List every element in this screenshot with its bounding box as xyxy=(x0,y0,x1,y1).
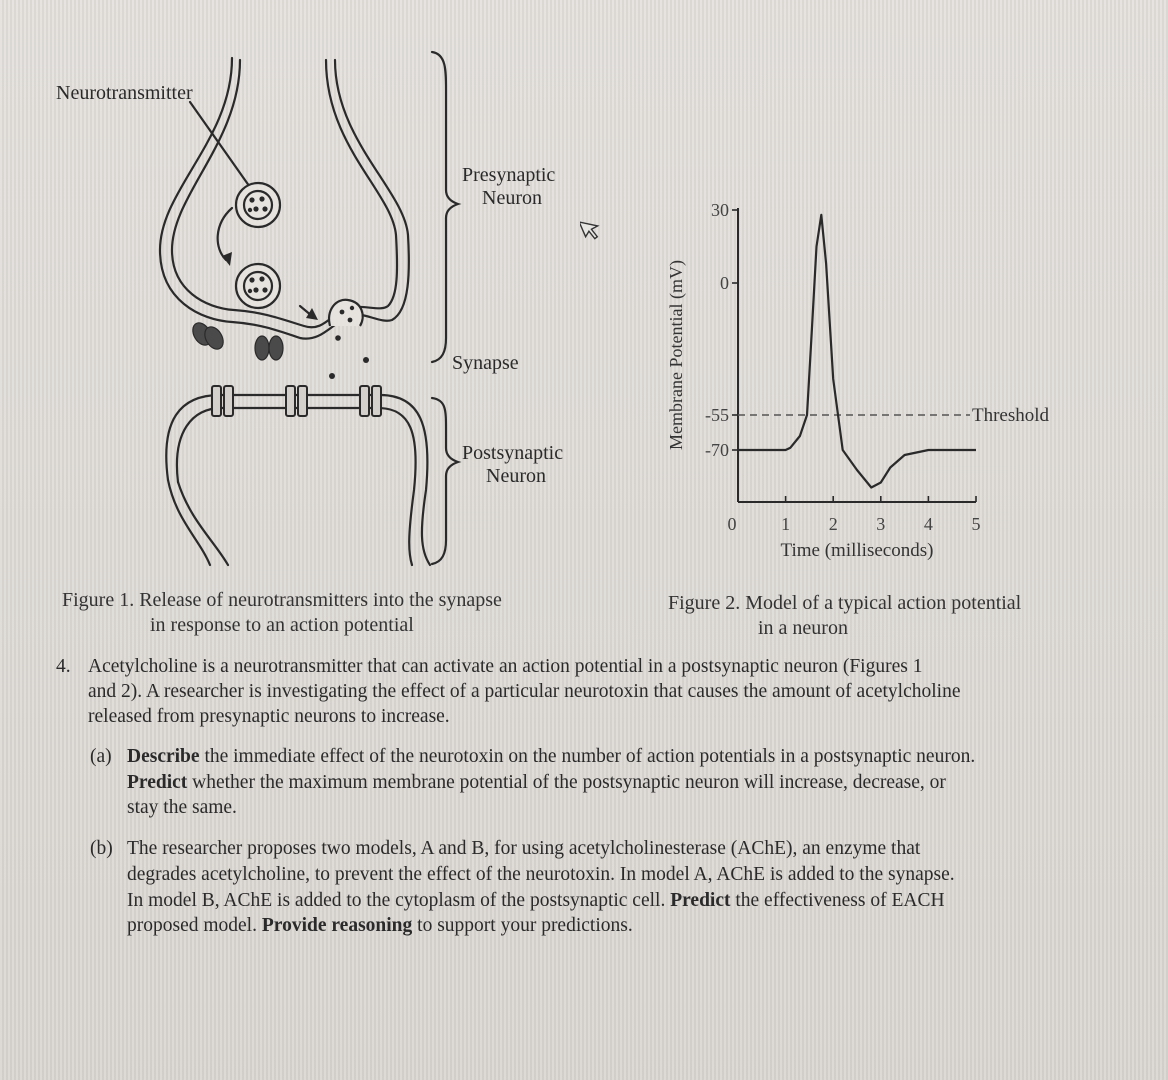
presynaptic-label-line2: Neuron xyxy=(482,187,542,209)
y-axis-label: Membrane Potential (mV) xyxy=(666,260,687,450)
question-number: 4. xyxy=(56,656,71,677)
x-tick-label: 2 xyxy=(829,514,838,534)
figure-1-synapse-diagram: Neurotransmitter Presynaptic Neuron Syna… xyxy=(0,20,620,585)
postsynaptic-bracket xyxy=(430,396,462,566)
x-tick-label: 0 xyxy=(728,514,737,534)
synapse-drawing xyxy=(158,50,462,567)
threshold-label: Threshold xyxy=(972,405,1050,426)
part-b-label: (b) xyxy=(90,838,113,859)
x-tick-label: 3 xyxy=(876,514,885,534)
part-a-line3: stay the same. xyxy=(127,797,237,818)
postsynaptic-receptors xyxy=(211,385,382,417)
postsynaptic-label-line2: Neuron xyxy=(486,465,546,487)
x-axis-label: Time (milliseconds) xyxy=(781,540,934,561)
action-potential-line xyxy=(738,213,976,489)
neurotransmitter-label: Neurotransmitter xyxy=(56,82,193,104)
part-b-line3: In model B, AChE is added to the cytopla… xyxy=(127,890,945,911)
mouse-cursor-icon xyxy=(580,221,600,240)
figure-1-caption-line2: in response to an action potential xyxy=(150,614,414,636)
y-tick-label: -55 xyxy=(705,405,729,425)
part-b-line2: degrades acetylcholine, to prevent the e… xyxy=(127,864,955,885)
vesicle-2 xyxy=(234,262,282,310)
question-intro-line2: and 2). A researcher is investigating th… xyxy=(88,681,961,702)
part-a-line1: Describe the immediate effect of the neu… xyxy=(127,746,976,767)
presynaptic-channels xyxy=(192,322,284,361)
y-tick-label: 30 xyxy=(711,200,729,220)
neurotransmitter-pointer xyxy=(188,100,254,192)
vesicle-1 xyxy=(234,181,282,229)
postsynaptic-membrane-inner xyxy=(175,406,417,567)
presynaptic-bracket xyxy=(430,50,462,364)
x-tick-label: 1 xyxy=(781,514,790,534)
figure-2-caption-line1: Figure 2. Model of a typical action pote… xyxy=(668,592,1022,614)
question-intro-line3: released from presynaptic neurons to inc… xyxy=(88,706,450,727)
part-a-line2: Predict whether the maximum membrane pot… xyxy=(127,772,946,793)
synapse-label: Synapse xyxy=(452,352,519,374)
fusing-vesicle xyxy=(328,298,364,327)
y-tick-label: -70 xyxy=(705,440,729,460)
figure-1-caption-line1: Figure 1. Release of neurotransmitters i… xyxy=(62,589,502,611)
part-a-label: (a) xyxy=(90,746,112,767)
presynaptic-label-line1: Presynaptic xyxy=(462,164,556,186)
part-b-line4: proposed model. Provide reasoning to sup… xyxy=(127,915,633,936)
part-b-line1: The researcher proposes two models, A an… xyxy=(127,838,921,859)
x-tick-label: 5 xyxy=(972,514,981,534)
figure-2-caption-line2: in a neuron xyxy=(758,617,848,639)
postsynaptic-label-line1: Postsynaptic xyxy=(462,442,564,464)
question-intro-line1: Acetylcholine is a neurotransmitter that… xyxy=(88,656,923,677)
y-tick-label: 0 xyxy=(720,273,729,293)
presynaptic-membrane xyxy=(158,56,410,340)
presynaptic-membrane-inner xyxy=(170,58,399,329)
postsynaptic-membrane-outer xyxy=(165,393,432,567)
x-tick-label: 4 xyxy=(924,514,933,534)
